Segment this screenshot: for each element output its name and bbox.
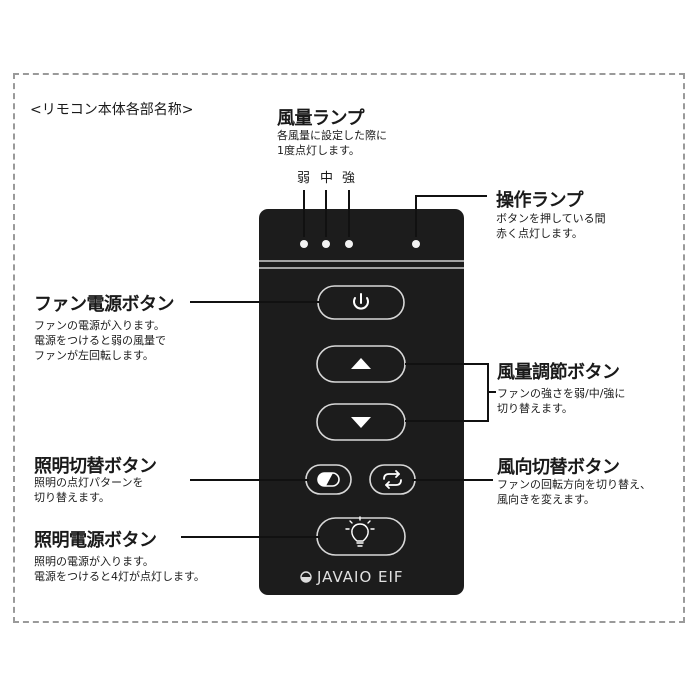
fan-lamp-weak [300,240,308,248]
brand-logo-icon [300,571,312,583]
direction-desc: ファンの回転方向を切り替え、 風向きを変えます。 [497,478,651,506]
level-weak-label: 弱 [297,171,311,186]
remote-body [259,209,464,595]
operation-lamp [412,240,420,248]
direction-title: 風向切替ボタン [497,457,620,478]
diagram-frame [13,73,685,623]
up-triangle-icon [351,358,371,369]
rotate-arrows-icon [383,470,402,489]
direction-switch-button [369,464,416,495]
lamp-leaders [303,190,487,237]
light-power-title: 照明電源ボタン [34,530,157,551]
button-leaders [181,301,496,538]
level-mid-label: 中 [320,171,334,186]
fan-power-desc: ファンの電源が入ります。 電源をつけると弱の風量で ファンが左回転します。 [34,319,166,362]
fan-lamp-mid [322,240,330,248]
light-switch-title: 照明切替ボタン [34,456,157,477]
brand-name: JAVAIO EIF [317,568,404,586]
operation-lamp-desc: ボタンを押している間 赤く点灯します。 [496,212,606,240]
light-switch-desc: 照明の点灯パターンを 切り替えます。 [34,476,144,504]
fan-speed-desc: ファンの強さを弱/中/強に 切り替えます。 [497,387,626,415]
fan-speed-title: 風量調節ボタン [497,362,620,383]
light-power-desc: 照明の電源が入ります。 電源をつけると4灯が点灯します。 [34,555,205,583]
level-strong-label: 強 [342,171,356,186]
fan-power-title: ファン電源ボタン [34,294,175,315]
power-icon [353,293,369,310]
fan-lamp-desc: 各風量に設定した際に 1度点灯します。 [277,129,387,157]
light-bulb-icon [345,516,375,547]
down-triangle-icon [351,417,371,428]
light-pattern-icon [317,472,340,487]
diagram-heading: <リモコン本体各部名称> [30,102,194,118]
fan-lamp-strong [345,240,353,248]
fan-lamp-title: 風量ランプ [277,108,364,129]
operation-lamp-title: 操作ランプ [496,190,583,211]
